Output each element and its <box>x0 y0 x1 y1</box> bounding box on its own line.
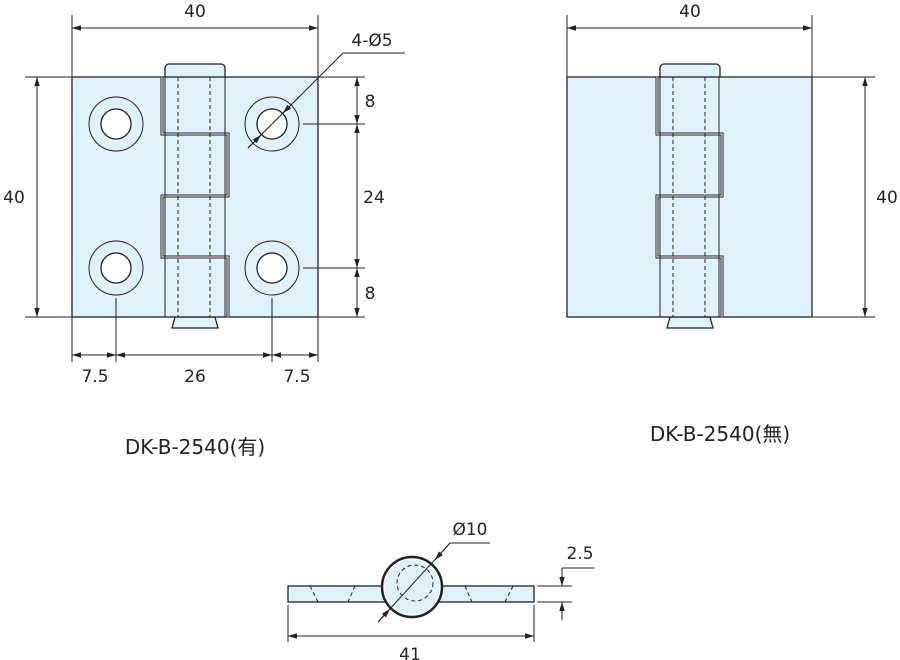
right-caption: DK-B-2540(無) <box>650 422 790 446</box>
right-height-dim: 40 <box>876 188 898 208</box>
dim-8-top: 8 <box>365 92 376 112</box>
side-view: 41 2.5 Ø10 <box>287 520 595 660</box>
right-hinge-view: 40 40 DK-B-2540(無) <box>566 2 898 446</box>
dim-7-5-right: 7.5 <box>283 367 310 387</box>
pin-bottom-tab <box>171 316 219 329</box>
dim-7-5-left: 7.5 <box>81 367 108 387</box>
left-width-dim: 40 <box>184 2 206 22</box>
thickness-dim: 2.5 <box>566 544 593 564</box>
right-width-dim: 40 <box>679 2 701 22</box>
dim-8-bottom: 8 <box>365 284 376 304</box>
dim-24: 24 <box>363 188 385 208</box>
left-hinge-view: 40 40 8 24 8 7.5 26 7.5 4-Ø5 DK-B-2540(有… <box>3 2 405 459</box>
left-height-dim: 40 <box>3 188 25 208</box>
hole-callout: 4-Ø5 <box>351 31 392 51</box>
dim-26: 26 <box>184 367 206 387</box>
pin-diameter-dim: Ø10 <box>452 520 487 540</box>
left-caption: DK-B-2540(有) <box>125 435 265 459</box>
length-dim: 41 <box>399 645 421 660</box>
